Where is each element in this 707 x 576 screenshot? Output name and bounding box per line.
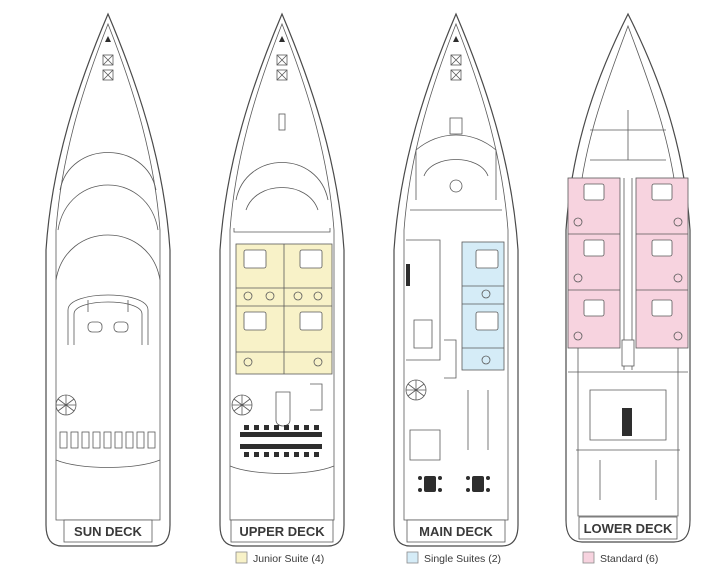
legend-label-junior-suite: Junior Suite (4): [253, 553, 324, 565]
standard-cabins-zone-left: [567, 177, 621, 349]
sun-deck-hull: [45, 12, 171, 547]
main-deck-hull: [393, 12, 519, 547]
legend-label-single-suites: Single Suites (2): [424, 553, 501, 565]
upper-deck: UPPER DECK: [219, 12, 345, 547]
sun-deck: SUN DECK: [45, 12, 171, 547]
deck-label-upper: UPPER DECK: [239, 524, 325, 539]
standard-cabins-zone-right: [635, 177, 689, 349]
deck-label-lower: LOWER DECK: [584, 521, 673, 536]
legend-swatch-single-suites: [406, 551, 419, 564]
legend-swatch-junior-suite: [235, 551, 248, 564]
deck-label-main: MAIN DECK: [419, 524, 493, 539]
lower-deck-hull: [565, 12, 691, 543]
deck-label-sun: SUN DECK: [74, 524, 143, 539]
legend-swatch-standard: [582, 551, 595, 564]
legend: Junior Suite (4) Single Suites (2) Stand…: [235, 551, 658, 565]
lower-deck: LOWER DECK: [565, 12, 691, 543]
legend-label-standard: Standard (6): [600, 553, 658, 565]
main-deck: MAIN DECK: [393, 12, 519, 547]
